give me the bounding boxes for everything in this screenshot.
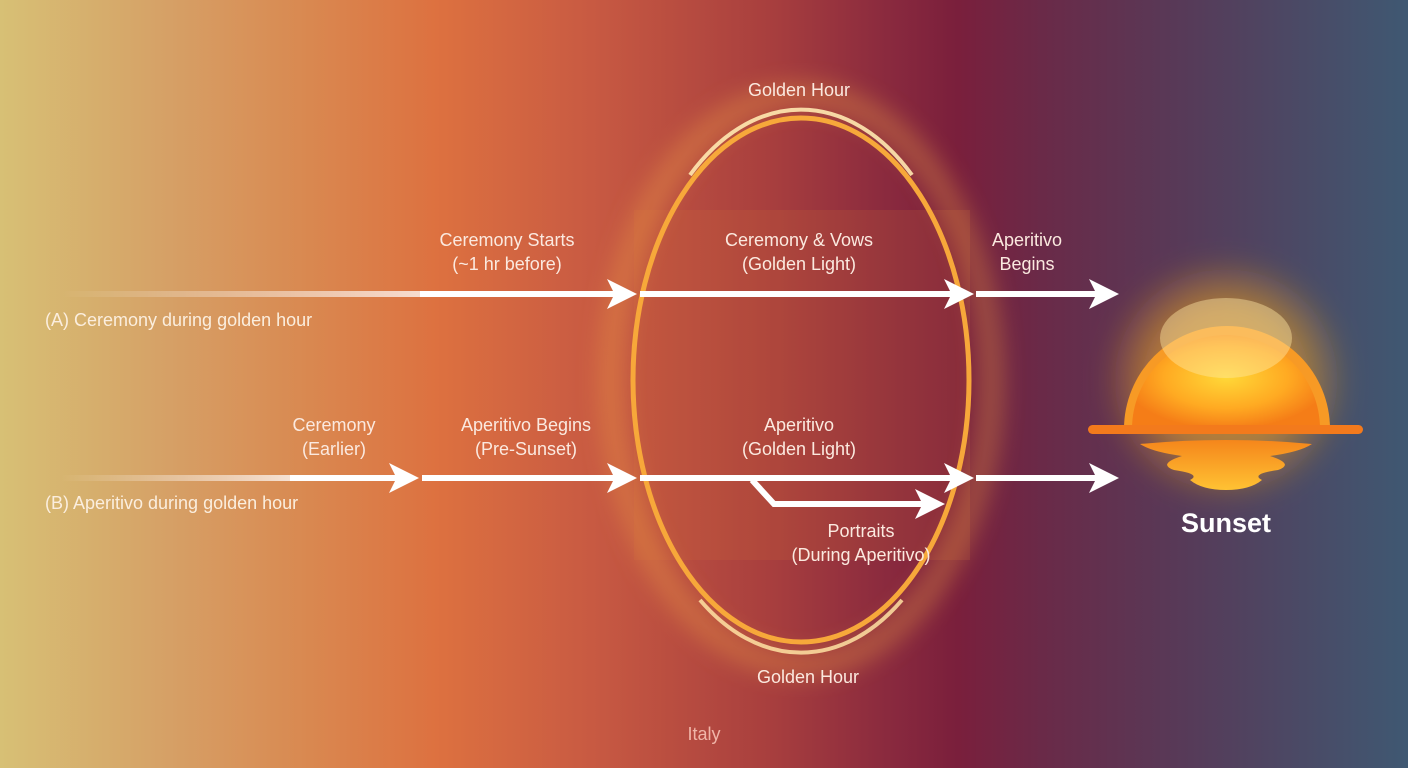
row-b-branch-line1: Portraits	[827, 521, 895, 541]
row-a-step-2-line1: Ceremony & Vows	[724, 230, 874, 250]
footer-location: Italy	[687, 724, 721, 744]
row-b-step-3-line1: Aperitivo	[763, 415, 835, 435]
row-b-step-2-label: Aperitivo Begins (Pre-Sunset)	[461, 413, 591, 461]
row-a-step-1-label: Ceremony Starts (~1 hr before)	[439, 228, 574, 276]
row-a-step-3-line2: Begins	[999, 254, 1055, 274]
sunset-label: Sunset	[1180, 508, 1272, 538]
row-a-step-2-label: Ceremony & Vows (Golden Light)	[725, 228, 873, 276]
row-b-step-2-line2: (Pre-Sunset)	[474, 439, 578, 459]
row-a-arrows	[60, 279, 1119, 309]
row-b-step-3-line2: (Golden Light)	[741, 439, 857, 459]
row-a-step-1-line1: Ceremony Starts	[439, 230, 575, 250]
sunset-icon	[1088, 255, 1363, 505]
row-b-step-3-label: Aperitivo (Golden Light)	[742, 413, 856, 461]
golden-hour-ring	[600, 84, 1002, 676]
row-b-branch-label: Portraits (During Aperitivo)	[791, 519, 930, 567]
row-b-arrows	[60, 463, 1119, 519]
row-b-branch-line2: (During Aperitivo)	[791, 545, 931, 565]
row-b-step-1-line2: (Earlier)	[301, 439, 366, 459]
golden-hour-top-label: Golden Hour	[747, 80, 851, 100]
row-b-step-1-line1: Ceremony	[292, 415, 376, 435]
row-b-step-1-label: Ceremony (Earlier)	[292, 413, 375, 461]
row-b-title: (B) Aperitivo during golden hour	[45, 493, 299, 513]
row-a-step-2-line2: (Golden Light)	[741, 254, 857, 274]
row-a-title: (A) Ceremony during golden hour	[45, 310, 313, 330]
row-b-step-2-line1: Aperitivo Begins	[460, 415, 592, 435]
golden-hour-bottom-label: Golden Hour	[756, 667, 860, 687]
row-a-step-1-line2: (~1 hr before)	[452, 254, 562, 274]
row-a-step-3-line1: Aperitivo	[991, 230, 1063, 250]
row-a-step-3-label: Aperitivo Begins	[992, 228, 1062, 276]
